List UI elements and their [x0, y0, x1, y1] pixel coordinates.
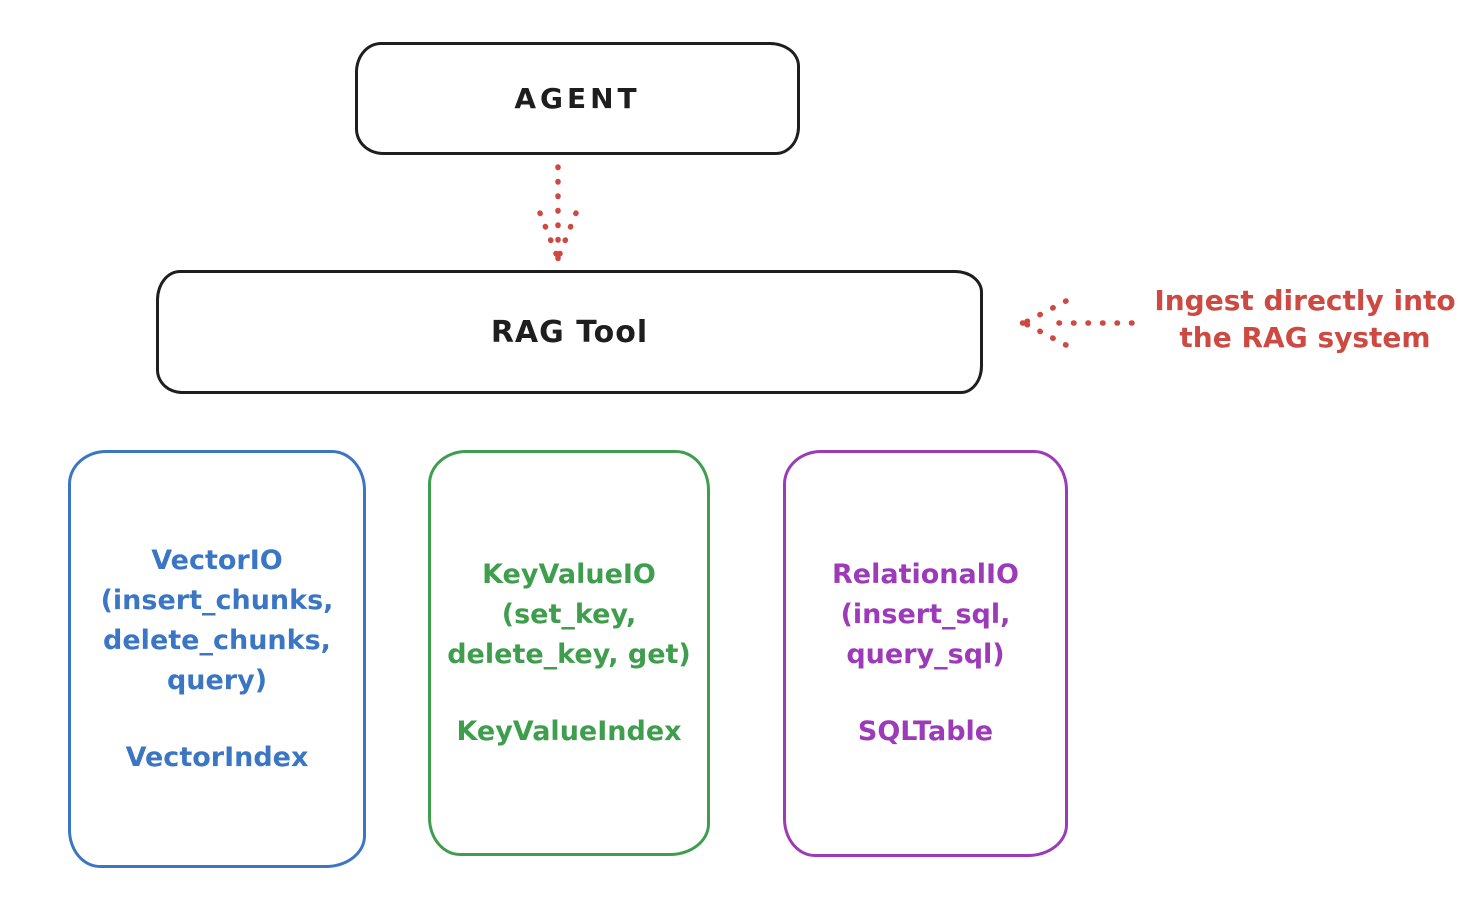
agent-node-label: AGENT	[514, 82, 641, 115]
rag-tool-node: RAG Tool	[156, 270, 983, 394]
agent-to-ragtool-arrow-icon	[537, 164, 579, 262]
ingest-annotation: Ingest directly into the RAG system	[1154, 284, 1456, 354]
keyvalue-io-node: KeyValueIO (set_key, delete_key, get) Ke…	[428, 450, 710, 856]
relational-io-node: RelationalIO (insert_sql, query_sql) SQL…	[783, 450, 1068, 857]
keyvalue-io-api-label: KeyValueIO (set_key, delete_key, get)	[447, 558, 691, 670]
rag-tool-node-label: RAG Tool	[490, 314, 649, 350]
vector-index-label: VectorIndex	[125, 741, 309, 773]
keyvalue-index-label: KeyValueIndex	[456, 715, 682, 747]
vector-io-node: VectorIO (insert_chunks, delete_chunks, …	[68, 450, 366, 868]
vector-io-api-label: VectorIO (insert_chunks, delete_chunks, …	[100, 544, 334, 696]
sql-table-label: SQLTable	[857, 716, 994, 747]
agent-node: AGENT	[355, 42, 800, 155]
annotation-to-ragtool-arrow-icon	[1019, 298, 1135, 348]
relational-io-api-label: RelationalIO (insert_sql, query_sql)	[832, 559, 1019, 670]
